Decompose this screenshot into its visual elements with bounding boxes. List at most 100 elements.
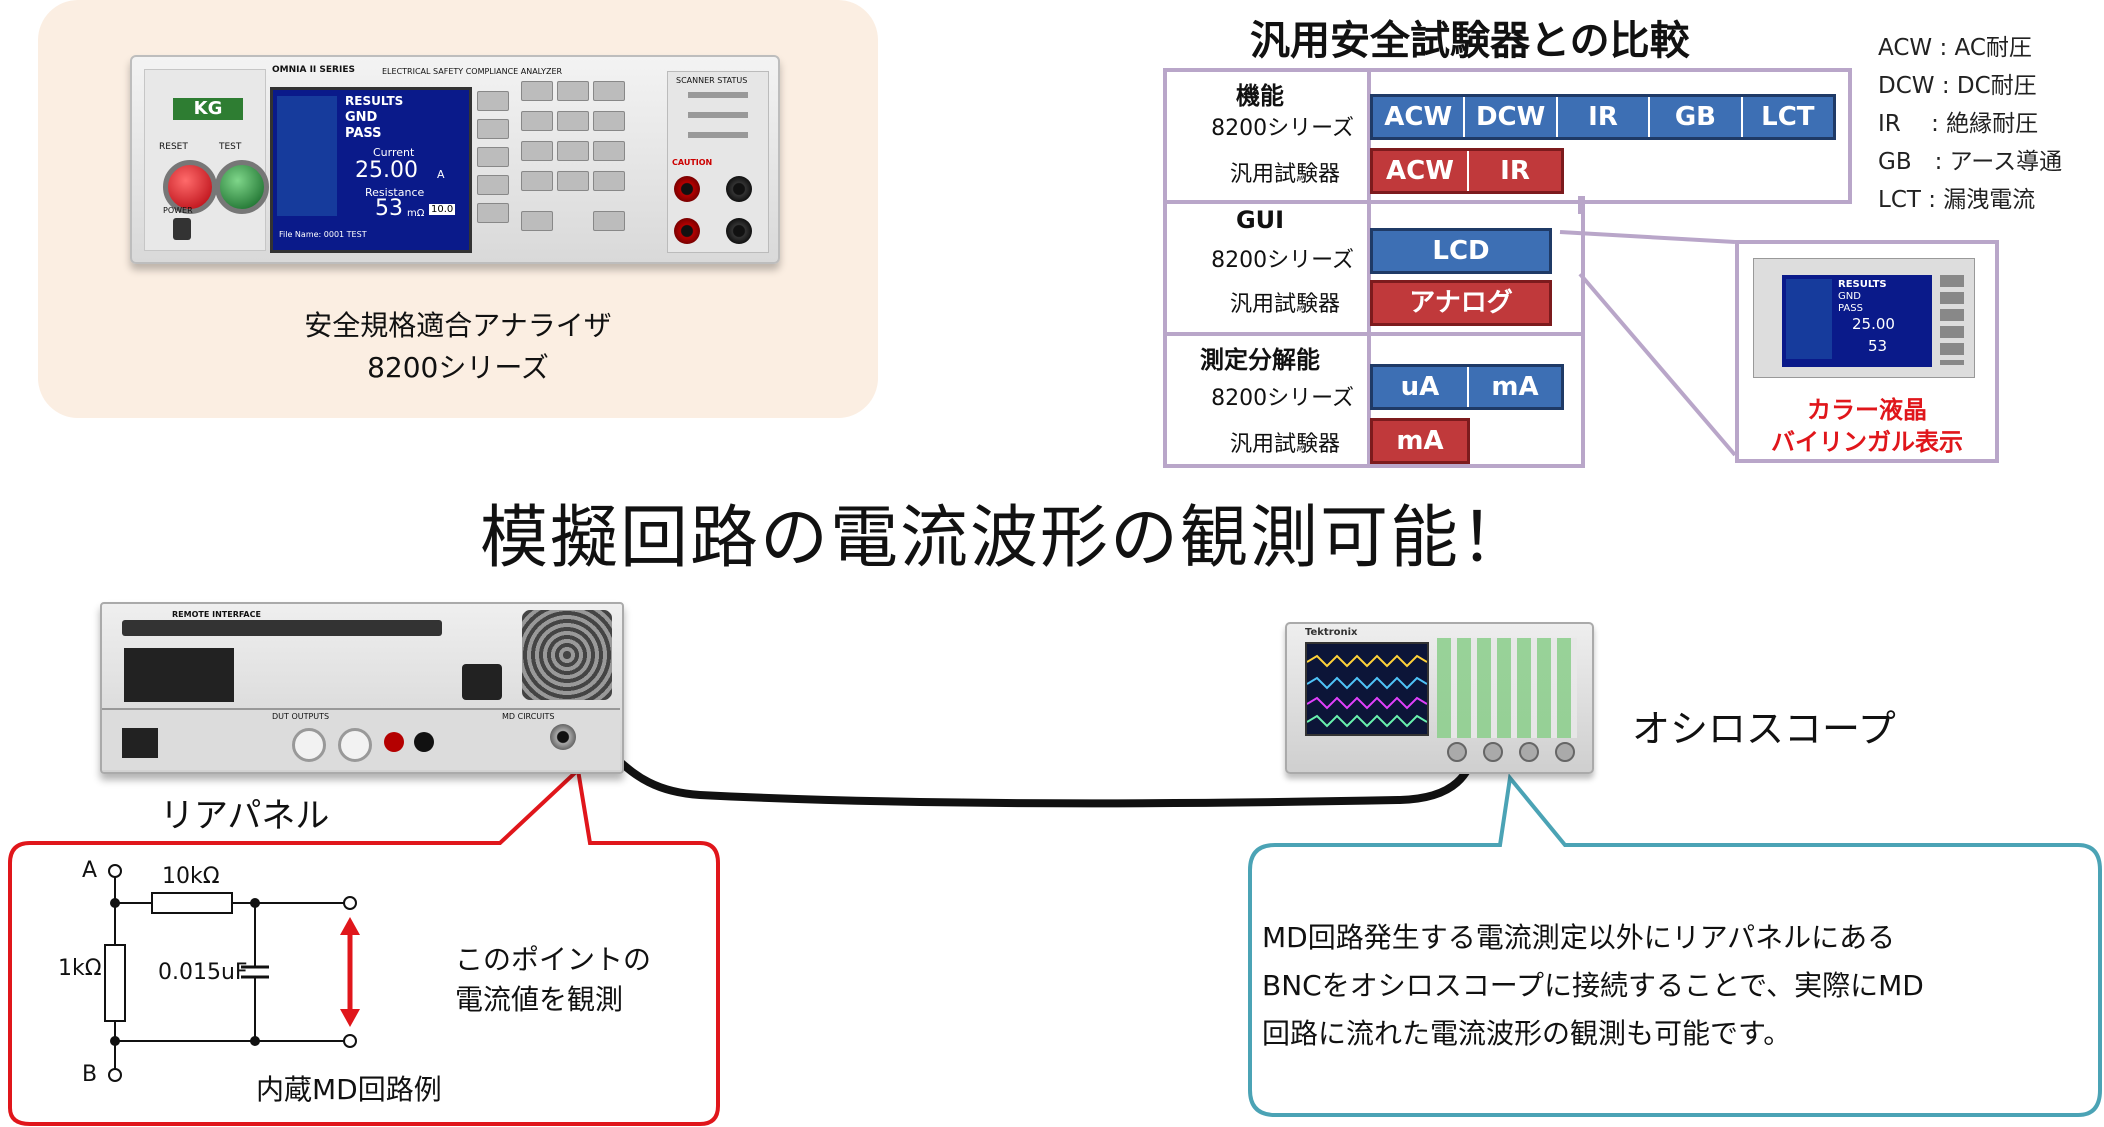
bnc-cable <box>571 736 1484 808</box>
keypad-key[interactable] <box>557 141 589 161</box>
chip-lcd: LCD <box>1432 236 1490 266</box>
chips-generic-function: ACW IR <box>1370 148 1564 194</box>
scanner-leds <box>688 132 748 138</box>
return-jack[interactable] <box>726 218 752 244</box>
keypad-key[interactable] <box>521 141 553 161</box>
md-circuits-label: MD CIRCUITS <box>502 712 555 721</box>
scope-callout-line1: MD回路発生する電流測定以外にリアパネルにある <box>1262 921 1896 954</box>
scope-input-bnc[interactable] <box>1483 742 1503 762</box>
chip-ma: mA <box>1396 426 1444 456</box>
scope-input-bnc[interactable] <box>1447 742 1467 762</box>
main-heading: 模擬回路の電流波形の観測可能！ <box>480 499 1531 578</box>
soft-key[interactable] <box>477 91 509 111</box>
probe-jack-black[interactable] <box>414 732 434 752</box>
chip-gb: GB <box>1650 97 1743 137</box>
chip-ua: uA <box>1373 367 1469 407</box>
row-series-label-function: 8200シリーズ <box>1211 116 1354 141</box>
row-generic-label-gui: 汎用試験器 <box>1229 292 1340 317</box>
oscilloscope-image: Tektronix <box>1285 622 1594 774</box>
row-value-cell-resolution <box>1363 332 1585 468</box>
dut-output-terminal[interactable] <box>338 728 372 762</box>
chip-ma: mA <box>1491 372 1539 402</box>
test-button[interactable] <box>215 160 269 214</box>
keypad-key[interactable] <box>557 171 589 191</box>
capacitor-label: 0.015uF <box>158 960 248 985</box>
rear-panel-caption: リアパネル <box>160 796 330 836</box>
reset-button[interactable] <box>163 160 217 214</box>
rear-lower-panel: DUT OUTPUTS MD CIRCUITS <box>102 708 620 770</box>
output-jack-block <box>124 648 234 702</box>
scope-input-bnc[interactable] <box>1555 742 1575 762</box>
chip-ir: IR <box>1500 156 1530 186</box>
analyzer-front-panel: KG RESET TEST POWER OMNIA II SERIES ELEC… <box>130 55 780 264</box>
md-circuit-schematic <box>104 864 360 1082</box>
soft-key[interactable] <box>477 203 509 223</box>
current-jack[interactable] <box>674 218 700 244</box>
chip-analog: アナログ <box>1409 288 1513 318</box>
row-head-cell-gui <box>1163 196 1371 336</box>
comparison-title: 汎用安全試験器との比較 <box>1250 18 1690 64</box>
keypad-key[interactable] <box>521 81 553 101</box>
scope-callout-line3: 回路に流れた電流波形の観測も可能です。 <box>1262 1017 1792 1050</box>
dut-output-terminal[interactable] <box>292 728 326 762</box>
dut-power-socket[interactable] <box>122 728 158 758</box>
chips-series-gui: LCD <box>1370 228 1552 274</box>
hv-output-jack[interactable] <box>674 176 700 202</box>
scanner-label: SCANNER STATUS <box>676 76 748 85</box>
soft-key[interactable] <box>477 147 509 167</box>
scope-callout-bubble <box>1248 773 2102 1117</box>
front-lcd-display: RESULTS GND PASS Current 25.00 A Resista… <box>270 87 472 253</box>
legend-dcw: DCW : DC耐圧 <box>1878 73 2037 99</box>
ac-inlet[interactable] <box>462 664 502 700</box>
lcd-results: RESULTS <box>345 94 404 108</box>
power-switch[interactable] <box>173 218 191 240</box>
zoom-caption-line1: カラー液晶 <box>1807 396 1927 424</box>
row-generic-label-function: 汎用試験器 <box>1229 162 1340 187</box>
soft-key[interactable] <box>477 175 509 195</box>
scope-callout-line2: BNCをオシロスコープに接続することで、実際にMD <box>1262 969 1924 1002</box>
remote-interface-label: REMOTE INTERFACE <box>172 610 261 619</box>
analyzer-control-block: KG RESET TEST POWER <box>144 69 269 251</box>
keypad-key[interactable] <box>557 111 589 131</box>
observation-point-line2: 電流値を観測 <box>455 983 624 1016</box>
enter-key[interactable] <box>593 211 625 231</box>
lcd-gnd: GND <box>345 110 378 125</box>
model-mark: OMNIA II SERIES <box>272 65 355 75</box>
product-caption-line1: 安全規格適合アナライザ <box>304 309 612 342</box>
rear-panel-image: REMOTE INTERFACE DUT OUTPUTS MD CIRCUITS <box>100 602 624 774</box>
scope-brand: Tektronix <box>1305 627 1358 638</box>
keypad-key[interactable] <box>593 141 625 161</box>
zoom-lcd-results: RESULTS <box>1838 279 1887 290</box>
probe-jack-red[interactable] <box>384 732 404 752</box>
dut-outputs-label: DUT OUTPUTS <box>272 712 330 721</box>
keypad-key[interactable] <box>593 111 625 131</box>
zoom-lcd-resistance: 53 <box>1868 337 1888 355</box>
brand-badge: KG <box>173 98 243 120</box>
zoom-soft-keys <box>1940 275 1964 365</box>
exit-key[interactable] <box>521 211 553 231</box>
scope-input-bnc[interactable] <box>1519 742 1539 762</box>
soft-key[interactable] <box>477 119 509 139</box>
chip-dcw: DCW <box>1465 97 1558 137</box>
row-generic-label-resolution: 汎用試験器 <box>1229 432 1340 457</box>
lcd-resistance-value: 53 <box>375 196 403 221</box>
test-label: TEST <box>219 142 242 152</box>
keypad-key[interactable] <box>521 171 553 191</box>
sense-jack[interactable] <box>726 176 752 202</box>
row-head-cell-function <box>1163 68 1371 204</box>
lcd-current-label: Current <box>373 146 415 159</box>
keypad <box>477 71 657 251</box>
keypad-key[interactable] <box>521 111 553 131</box>
reset-label: RESET <box>159 142 188 152</box>
zoom-lcd-steps <box>1786 279 1832 359</box>
md-bnc-connector[interactable] <box>550 724 576 750</box>
observation-point-line1: このポイントの <box>455 943 652 976</box>
keypad-key[interactable] <box>593 81 625 101</box>
lcd-resistance-label: Resistance <box>365 186 425 199</box>
node-a-label: A <box>82 858 98 883</box>
lcd-step-list <box>277 96 337 216</box>
keypad-key[interactable] <box>557 81 589 101</box>
keypad-key[interactable] <box>593 171 625 191</box>
series-resistor-label: 10kΩ <box>162 864 220 889</box>
